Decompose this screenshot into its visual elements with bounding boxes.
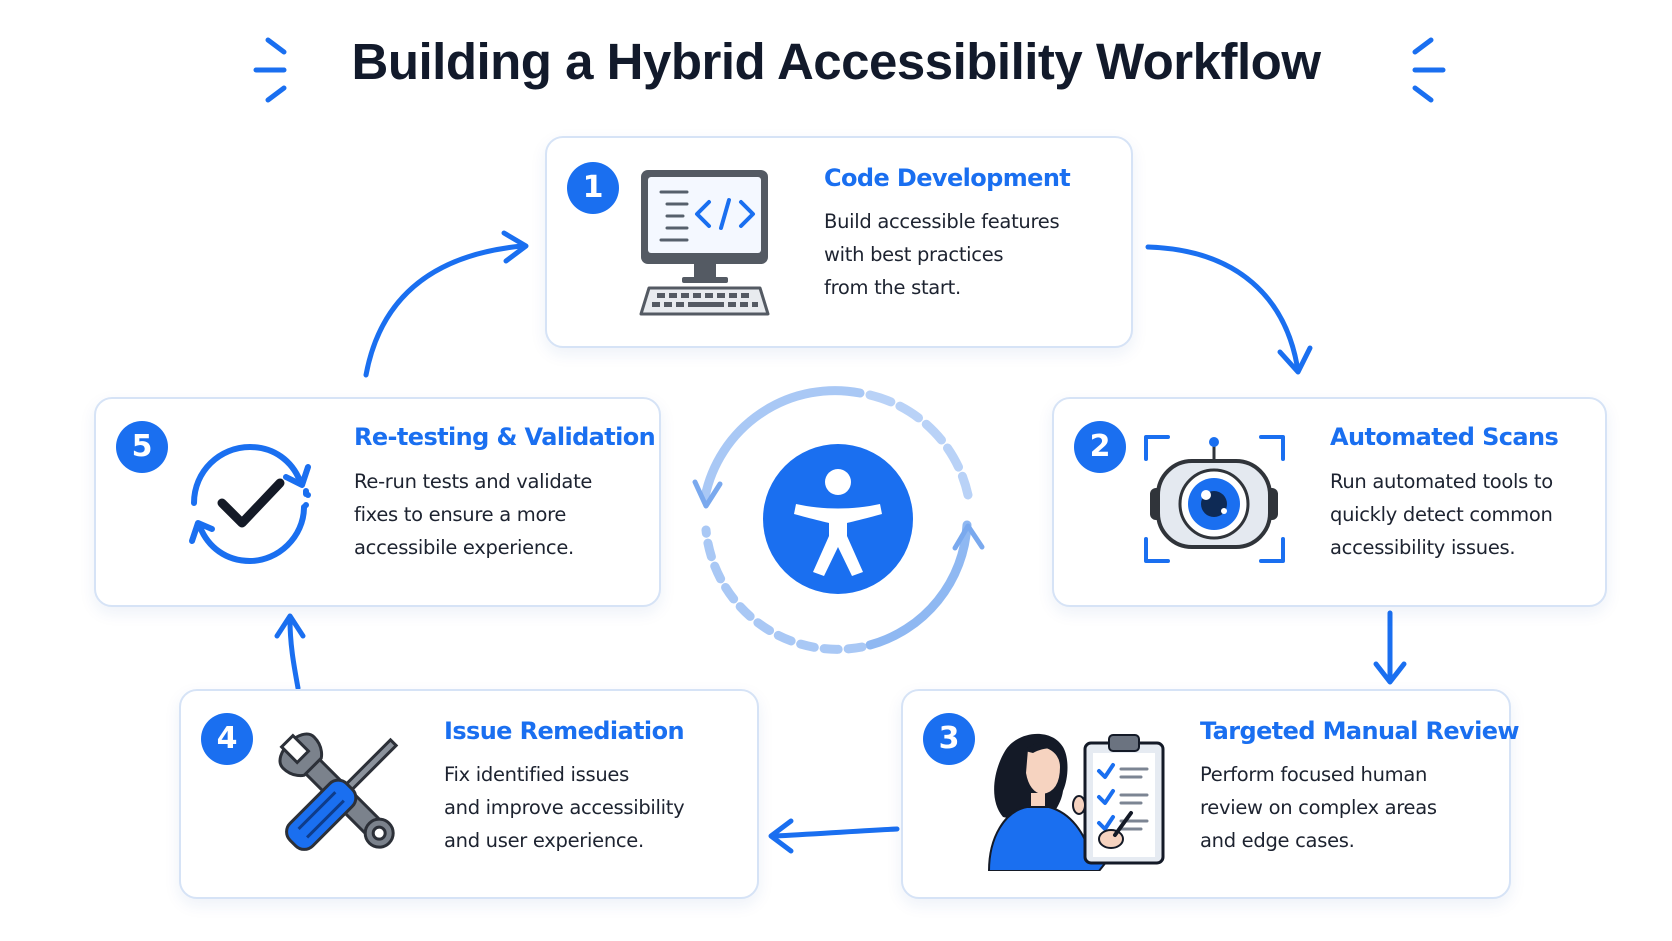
step-title: Code Development (824, 164, 1071, 192)
step-title: Re-testing & Validation (354, 423, 656, 451)
step-description: Run automated tools to quickly detect co… (1330, 470, 1553, 559)
accessibility-person-icon (794, 469, 882, 576)
arrow-step3-to-step4 (772, 826, 900, 839)
title-sparkle-left-icon (253, 37, 287, 103)
step-number-badge: 5 (116, 421, 168, 473)
computer-code-icon (639, 170, 770, 316)
arrow-step1-to-step2 (1145, 244, 1300, 368)
step-description: Build accessible features with best prac… (824, 210, 1060, 299)
arrow-step1-to-step2-head (1277, 345, 1313, 375)
step-number-badge: 3 (923, 713, 975, 765)
arrow-step4-to-step5 (287, 617, 301, 691)
step-number-badge: 1 (567, 162, 619, 214)
arrow-step4-to-step5-head (274, 613, 306, 639)
wrench-screwdriver-icon (278, 732, 399, 851)
title-sparkle-right-icon (1412, 37, 1446, 103)
page-title: Building a Hybrid Accessibility Workflow (351, 33, 1322, 90)
step-card-retesting-validation: 5 Re-testing & Validation Re-run tests a… (94, 397, 661, 607)
step-title: Issue Remediation (444, 717, 685, 745)
arrow-step5-to-step1-head (501, 230, 529, 264)
center-accessibility-badge (763, 444, 913, 594)
robot-scanner-icon (1144, 435, 1285, 563)
step-card-issue-remediation: 4 Issue Remediation Fix identified issue… (179, 689, 759, 899)
step-description: Re-run tests and validate fixes to ensur… (354, 470, 593, 559)
step-description: Fix identified issues and improve access… (444, 763, 685, 852)
arrow-step3-to-step4-head (768, 818, 794, 854)
arrow-step5-to-step1 (363, 243, 525, 378)
step-title: Targeted Manual Review (1200, 717, 1520, 745)
person-checklist-icon (987, 733, 1165, 871)
arrow-step2-to-step3-head (1373, 661, 1407, 685)
step-number-badge: 4 (201, 713, 253, 765)
step-number-badge: 2 (1074, 421, 1126, 473)
step-card-targeted-manual-review: 3 Targeted Manual Review Perform focus (901, 689, 1520, 899)
step-title: Automated Scans (1330, 423, 1559, 451)
refresh-check-icon (189, 444, 311, 564)
step-card-code-development: 1 Code Development Build accessible feat… (545, 136, 1133, 348)
step-description: Perform focused human review on complex … (1200, 763, 1437, 852)
step-card-automated-scans: 2 Automated Scans Run automated tools to… (1052, 397, 1607, 607)
